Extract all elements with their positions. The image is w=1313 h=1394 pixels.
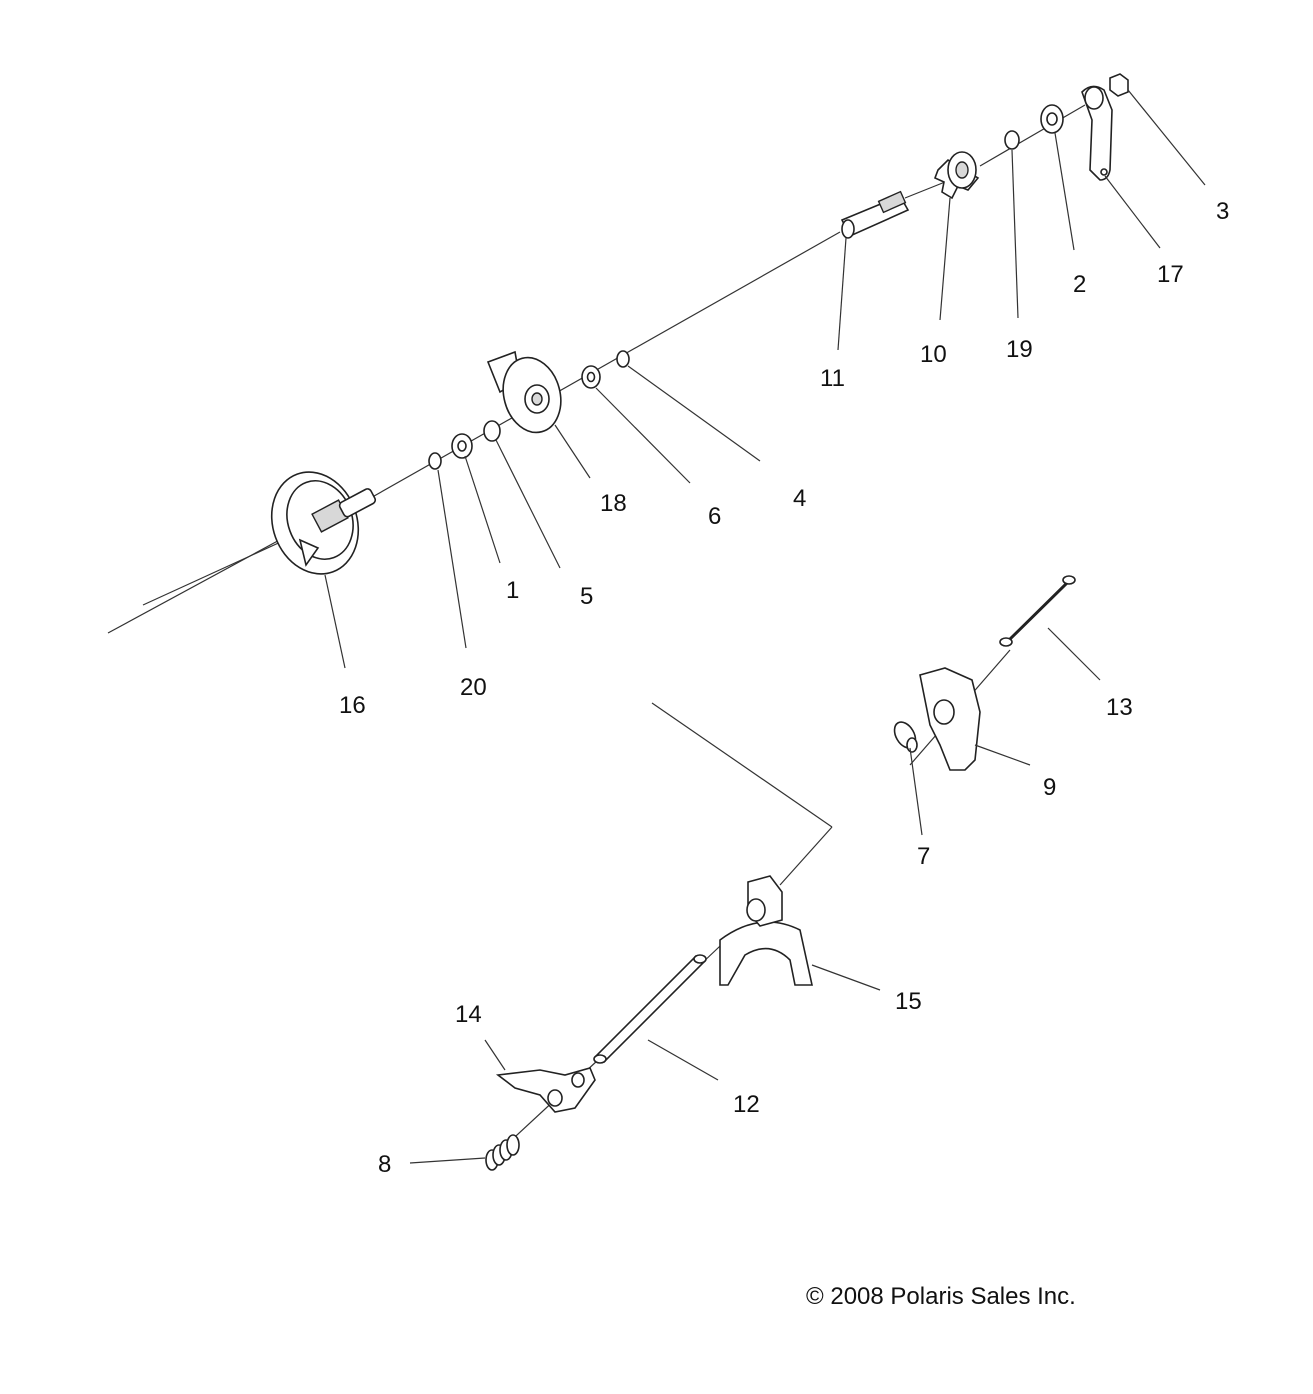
part-7-clip: [893, 721, 918, 753]
callout-11: 11: [820, 365, 845, 392]
part-15-shift-fork: [719, 875, 813, 986]
callout-9: 9: [1043, 774, 1056, 801]
callout-18: 18: [600, 490, 627, 517]
part-13-pin: [999, 575, 1076, 647]
callout-2: 2: [1073, 271, 1086, 298]
callout-15: 15: [895, 988, 922, 1015]
callout-14: 14: [455, 1001, 482, 1028]
part-10-star-gear: [933, 151, 980, 200]
part-12-shift-rod: [593, 954, 707, 1064]
part-11-shaft: [840, 190, 910, 239]
part-17-shift-arm: [1081, 85, 1113, 181]
callout-5: 5: [580, 583, 593, 610]
part-1-washer: [451, 433, 473, 459]
part-8-spring: [485, 1134, 520, 1171]
part-5-bushing: [483, 420, 501, 442]
part-20-ring: [428, 452, 442, 470]
copyright-notice: © 2008 Polaris Sales Inc.: [806, 1283, 1076, 1310]
callout-7: 7: [917, 843, 930, 870]
callout-12: 12: [733, 1091, 760, 1118]
part-2-washer: [1040, 104, 1064, 134]
leader-lines: [324, 89, 1206, 1164]
part-16-shift-drum: [270, 471, 377, 575]
callout-16: 16: [339, 692, 366, 719]
callout-numbers: 1 2 3 4 5 6 7 8 9 10 11 12 13 14 15 16 1…: [339, 198, 1229, 1178]
callout-19: 19: [1006, 336, 1033, 363]
part-6-washer: [581, 365, 601, 389]
part-14-shift-fork: [495, 1067, 596, 1113]
part-9-shift-fork: [919, 667, 981, 771]
callout-6: 6: [708, 503, 721, 530]
part-18-gear-segment: [486, 350, 562, 434]
assembly-axis-lines: [107, 104, 1086, 1161]
part-19-ring: [1004, 130, 1020, 150]
callout-8: 8: [378, 1151, 391, 1178]
part-4-clip-ring: [616, 350, 630, 368]
callout-20: 20: [460, 674, 487, 701]
callout-3: 3: [1216, 198, 1229, 225]
part-3-nut: [1109, 73, 1129, 97]
callout-17: 17: [1157, 261, 1184, 288]
callout-13: 13: [1106, 694, 1133, 721]
callout-10: 10: [920, 341, 947, 368]
callout-4: 4: [793, 485, 806, 512]
callout-1: 1: [506, 577, 519, 604]
